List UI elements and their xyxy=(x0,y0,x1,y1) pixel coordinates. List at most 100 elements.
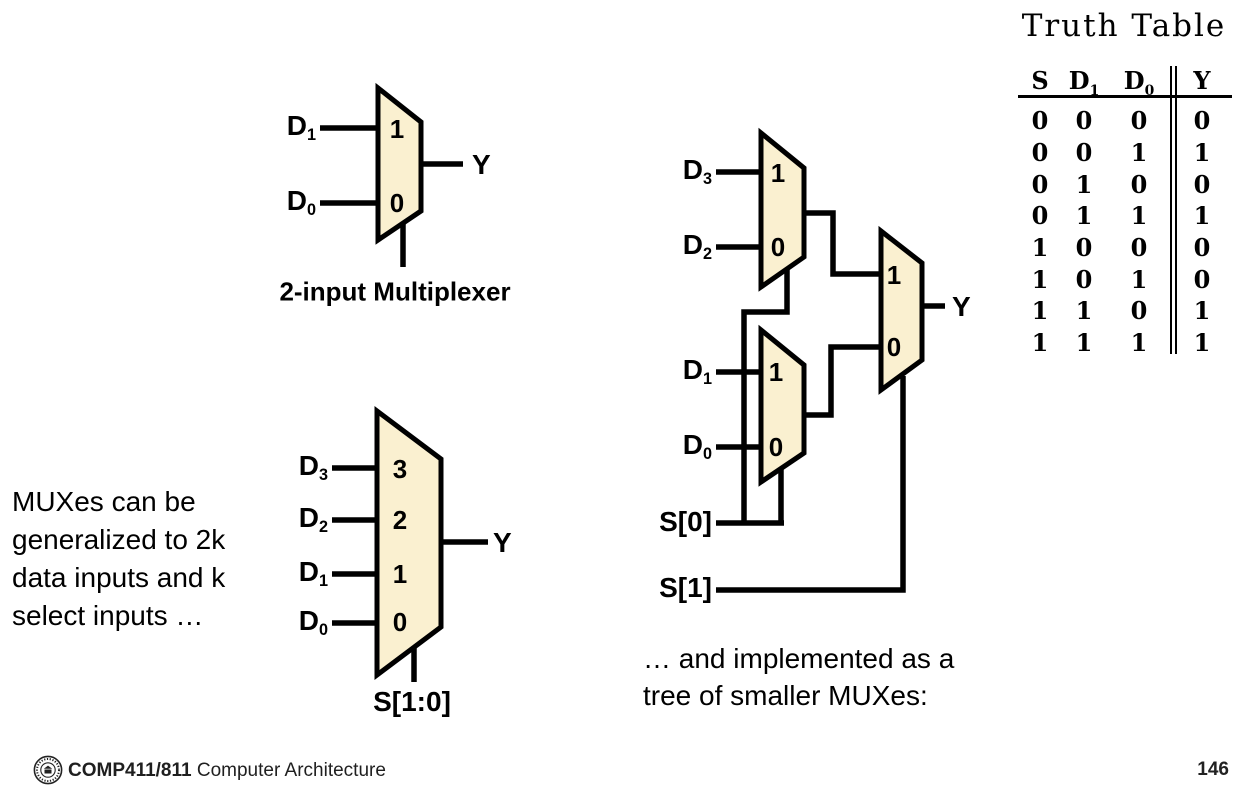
truth-table-header: Y xyxy=(1193,66,1211,95)
mux2-port-1-label: 1 xyxy=(389,114,405,144)
tree-input-d2-label: D2 xyxy=(682,229,712,263)
left-note-line: data inputs and k xyxy=(12,562,226,593)
truth-table-cell: 1 xyxy=(1075,296,1093,326)
footer-course-number: COMP411/811 xyxy=(68,760,192,781)
left-note-line: generalized to 2k xyxy=(12,524,226,555)
tree-wire-topmux-out xyxy=(804,210,881,277)
mux4-port-0-label: 0 xyxy=(392,607,408,637)
mux4-port-1-label: 1 xyxy=(392,559,408,589)
truth-table-cell: 1 xyxy=(1193,296,1211,326)
truth-table-cell: 1 xyxy=(1075,328,1093,358)
mux2-body xyxy=(375,82,424,245)
truth-table-cell: 1 xyxy=(1031,264,1049,294)
truth-table-cell: 1 xyxy=(1130,328,1148,358)
truth-table-header: S xyxy=(1031,66,1049,95)
truth-table-cell: 0 xyxy=(1075,138,1093,168)
truth-table-title: Truth Table xyxy=(1021,8,1227,44)
truth-table-cell: 1 xyxy=(1031,233,1049,263)
truth-table-cell: 0 xyxy=(1075,106,1093,136)
truth-table-cell: 0 xyxy=(1031,201,1049,231)
footer-course-text: COMP411/811 Computer Architecture xyxy=(68,760,386,782)
mux4-input-d0-label: D0 xyxy=(298,605,328,639)
truth-table-header-row: S D1 D0 Y xyxy=(1018,66,1232,99)
tree-wire-bottommux-out xyxy=(804,344,881,418)
truth-table-cell: 1 xyxy=(1130,138,1148,168)
truth-table-cell: 0 xyxy=(1193,233,1211,263)
mux2-port-0-label: 0 xyxy=(389,188,405,218)
truth-table-cell: 0 xyxy=(1075,233,1093,263)
mux2-input-d1-label: D1 xyxy=(286,110,316,144)
left-note-line: select inputs … xyxy=(12,600,204,631)
truth-table-cell: 0 xyxy=(1031,138,1049,168)
tree-select-s1-label: S[1] xyxy=(659,572,712,603)
tree-mux-bottom-port-0: 0 xyxy=(768,432,784,462)
truth-table-cell: 0 xyxy=(1031,169,1049,199)
tree-caption-line: tree of smaller MUXes: xyxy=(643,680,928,711)
mux2-input-d0-label: D0 xyxy=(286,185,316,219)
truth-table-cell: 1 xyxy=(1193,138,1211,168)
page-number: 146 xyxy=(1197,759,1229,780)
university-seal-logo xyxy=(33,755,63,785)
tree-mux-final-port-0: 0 xyxy=(886,332,902,362)
mux4-input-d1-label: D1 xyxy=(298,556,328,590)
tree-caption-line: … and implemented as a xyxy=(643,643,955,674)
tree-mux-top-port-1: 1 xyxy=(770,158,786,188)
tree-input-d3-label: D3 xyxy=(682,154,712,188)
left-note-line: MUXes can be xyxy=(12,486,196,517)
truth-table-cell: 0 xyxy=(1130,296,1148,326)
truth-table-cell: 1 xyxy=(1031,296,1049,326)
truth-table-cell: 0 xyxy=(1130,106,1148,136)
tree-mux-bottom-body xyxy=(758,324,807,487)
truth-table-cell: 0 xyxy=(1130,233,1148,263)
mux2-output-label: Y xyxy=(472,149,491,180)
truth-table-cell: 0 xyxy=(1193,106,1211,136)
truth-table-cell: 1 xyxy=(1130,201,1148,231)
footer-course-title: Computer Architecture xyxy=(196,760,386,781)
truth-table-cell: 1 xyxy=(1130,264,1148,294)
mux4-body xyxy=(374,406,444,680)
tree-select-s0-label: S[0] xyxy=(659,506,712,537)
truth-table-cell: 0 xyxy=(1031,106,1049,136)
truth-table-output-divider xyxy=(1170,66,1177,354)
truth-table-cell: 1 xyxy=(1075,169,1093,199)
mux4-output-label: Y xyxy=(493,527,512,558)
truth-table-cell: 0 xyxy=(1193,169,1211,199)
tree-input-d0-label: D0 xyxy=(682,429,712,463)
truth-table-cell: 0 xyxy=(1075,264,1093,294)
mux2-caption: 2-input Multiplexer xyxy=(279,276,511,307)
truth-table-cell: 1 xyxy=(1193,201,1211,231)
truth-table-header: D1 xyxy=(1068,66,1100,99)
tree-mux-bottom-port-1: 1 xyxy=(768,357,784,387)
truth-table-header: D0 xyxy=(1123,66,1155,99)
tree-mux-top-port-0: 0 xyxy=(770,232,786,262)
truth-table-cell: 1 xyxy=(1193,328,1211,358)
left-note: MUXes can be generalized to 2k data inpu… xyxy=(12,483,225,635)
truth-table-cell: 1 xyxy=(1075,201,1093,231)
mux4-select-label: S[1:0] xyxy=(373,686,451,717)
tree-mux-final-body xyxy=(878,225,925,395)
tree-wire-s1 xyxy=(716,376,906,593)
mux4-port-3-label: 3 xyxy=(392,454,408,484)
tree-input-d1-label: D1 xyxy=(682,354,712,388)
truth-table-cell: 1 xyxy=(1031,328,1049,358)
tree-caption: … and implemented as a tree of smaller M… xyxy=(643,640,954,714)
truth-table-cell: 0 xyxy=(1130,169,1148,199)
tree-mux-final-port-1: 1 xyxy=(886,260,902,290)
mux4-port-2-label: 2 xyxy=(392,505,408,535)
truth-table-cell: 0 xyxy=(1193,264,1211,294)
mux4-input-d2-label: D2 xyxy=(298,502,328,536)
tree-mux-top-body xyxy=(758,127,807,292)
tree-output-label: Y xyxy=(952,291,971,322)
